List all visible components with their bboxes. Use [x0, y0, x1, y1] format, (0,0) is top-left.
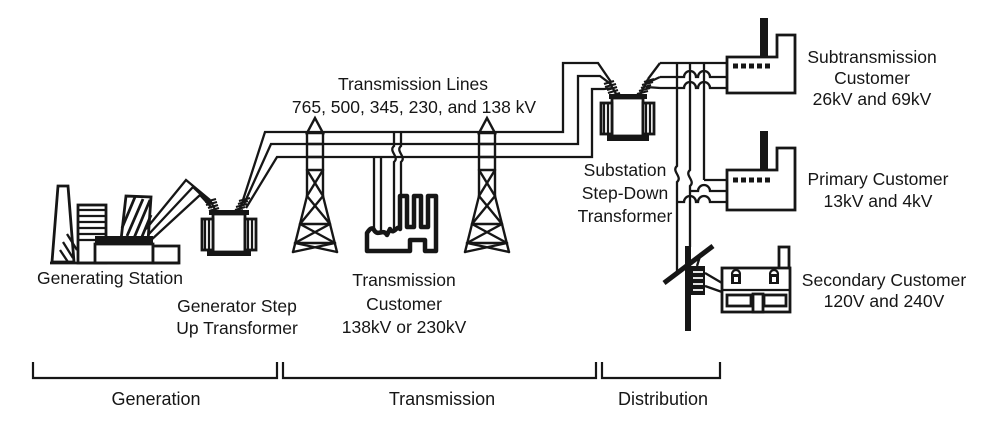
distribution-bus-lines — [645, 61, 727, 90]
substation-label-2: Step-Down — [582, 183, 669, 203]
utility-pole-icon — [662, 244, 723, 331]
transmission-lines-label-2: 765, 500, 345, 230, and 138 kV — [292, 97, 537, 117]
substation-label-3: Transformer — [578, 206, 673, 226]
transmission-tower-icon — [291, 116, 339, 254]
generating-station-label: Generating Station — [37, 268, 183, 288]
transmission-lines-label-1: Transmission Lines — [338, 74, 488, 94]
substation-label-1: Substation — [584, 160, 667, 180]
subtransmission-customer-label-3: 26kV and 69kV — [813, 89, 932, 109]
transmission-customer-drop-lines — [372, 132, 404, 232]
generator-step-up-label-1: Generator Step — [177, 296, 297, 316]
section-brackets — [31, 362, 722, 380]
generating-station-icon — [50, 184, 181, 265]
transmission-customer-label-1: Transmission — [352, 270, 455, 290]
secondary-customer-label-2: 120V and 240V — [824, 291, 945, 311]
primary-customer-label-1: Primary Customer — [808, 169, 949, 189]
transmission-customer-label-2: Customer — [366, 294, 442, 314]
section-label-generation: Generation — [111, 389, 200, 409]
section-label-distribution: Distribution — [618, 389, 708, 409]
subtransmission-customer-label-2: Customer — [834, 68, 910, 88]
section-label-transmission: Transmission — [389, 389, 495, 409]
secondary-customer-house-icon — [720, 245, 792, 314]
substation-transformer-icon — [599, 77, 656, 141]
transmission-customer-label-3: 138kV or 230kV — [342, 317, 467, 337]
subtransmission-customer-factory-icon — [725, 18, 797, 95]
distribution-feeder-lines — [674, 63, 727, 272]
primary-customer-label-2: 13kV and 4kV — [824, 191, 933, 211]
transmission-tower-icon — [463, 116, 511, 254]
primary-customer-factory-icon — [725, 131, 797, 212]
step-up-transformer-icon — [200, 196, 258, 256]
subtransmission-customer-label-1: Subtransmission — [807, 47, 936, 67]
transmission-customer-factory-icon — [364, 193, 439, 254]
transmission-lines — [241, 61, 614, 209]
generator-step-up-label-2: Up Transformer — [176, 318, 298, 338]
secondary-customer-label-1: Secondary Customer — [802, 270, 967, 290]
